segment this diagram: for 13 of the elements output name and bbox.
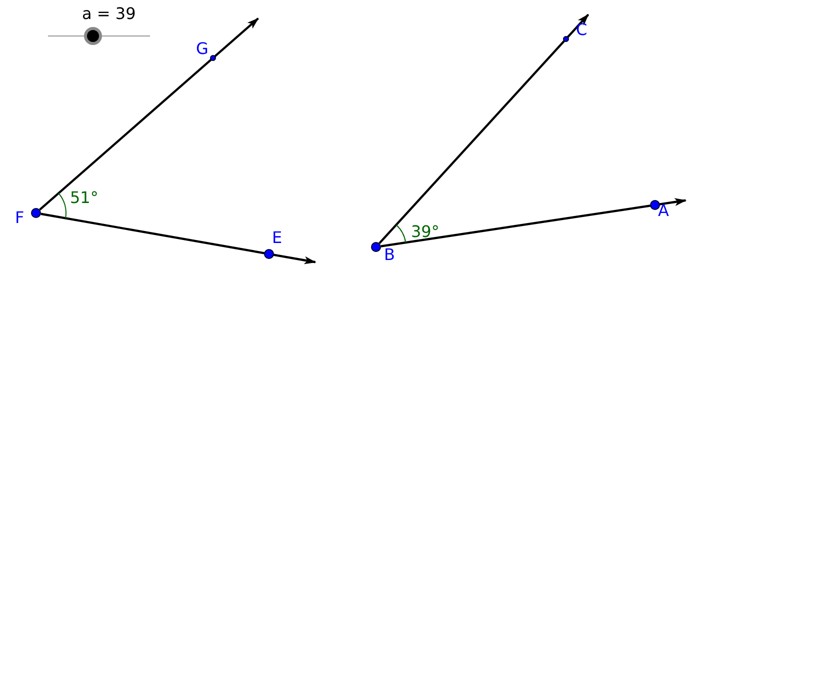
slider-value: a = 39 xyxy=(82,5,136,23)
point-label: C xyxy=(576,22,588,38)
ray xyxy=(40,212,316,264)
ray xyxy=(39,18,259,211)
ray xyxy=(378,14,590,244)
point-label: G xyxy=(196,41,208,57)
angle-measure: 51° xyxy=(70,189,98,207)
ray xyxy=(380,198,687,248)
point-label: F xyxy=(15,210,24,226)
point-label: E xyxy=(272,230,282,246)
point-label: A xyxy=(658,203,669,219)
point-label: B xyxy=(384,247,395,263)
angle-measure: 39° xyxy=(411,223,440,241)
